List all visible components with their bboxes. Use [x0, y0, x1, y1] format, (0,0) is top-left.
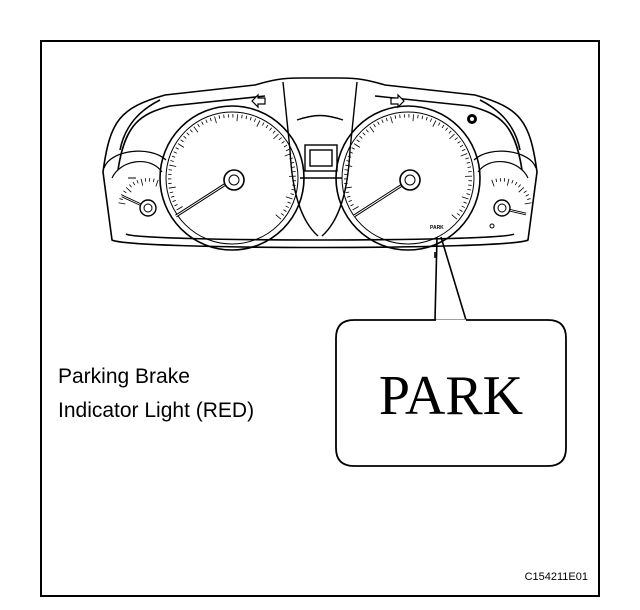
figure-code: C154211E01	[525, 571, 588, 583]
speedometer-ticks	[168, 114, 296, 220]
park-callout-text: PARK	[379, 365, 523, 427]
fuel-gauge	[103, 150, 167, 217]
tachometer-ticks	[344, 114, 472, 220]
indicator-label-line1: Parking Brake	[58, 365, 190, 388]
park-indicator-on-cluster: PARK	[430, 225, 444, 231]
park-callout-box: PARK	[335, 319, 567, 467]
temperature-gauge	[473, 150, 537, 229]
indicator-label-line2: Indicator Light (RED)	[58, 399, 254, 422]
speedometer-gauge	[159, 105, 305, 251]
warning-lamp-icon	[467, 114, 477, 124]
cluster-housing	[102, 77, 538, 249]
leader-line	[434, 236, 467, 321]
center-display-column	[282, 81, 358, 237]
right-turn-arrow-icon	[390, 93, 405, 109]
figure-frame	[40, 40, 600, 597]
left-turn-arrow-icon	[251, 93, 266, 109]
tachometer-gauge	[335, 105, 481, 251]
